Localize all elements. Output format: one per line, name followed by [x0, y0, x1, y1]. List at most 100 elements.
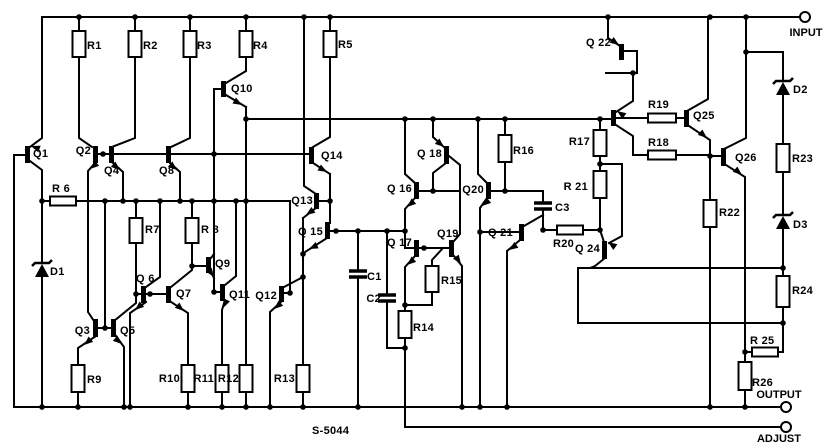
wire [589, 256, 784, 269]
resistor-R22 [702, 199, 718, 228]
resistor-R18 [647, 149, 677, 161]
emitter-arrow-icon [434, 138, 444, 147]
label-Q19: Q19 [437, 228, 459, 240]
junction-dot [121, 404, 127, 410]
junction-dot [743, 14, 749, 20]
wire [685, 16, 709, 113]
junction-dot [597, 116, 603, 122]
label-Q5: Q5 [120, 325, 135, 337]
wire [224, 56, 247, 85]
junction-dot [780, 320, 786, 326]
transistor-bar-Q21 [519, 224, 524, 241]
junction-dot [742, 404, 748, 410]
resistor-R24 [775, 275, 791, 308]
wire [432, 154, 461, 192]
junction-dot [355, 228, 361, 234]
transistor-bar-Q26 [721, 148, 726, 166]
wire [221, 298, 227, 366]
label-R4: R4 [253, 40, 268, 52]
label-Q10: Q10 [231, 83, 253, 95]
junction-dot [707, 153, 713, 159]
resistor-R26 [737, 361, 753, 391]
resistor-R6 [49, 195, 77, 207]
label-Q15: Q 15 [298, 226, 323, 238]
junction-dot [402, 302, 408, 308]
wire [223, 200, 237, 287]
junction-dot [75, 404, 81, 410]
label-Q17: Q 17 [387, 237, 412, 249]
terminal-output [780, 401, 792, 413]
label-R13: R13 [274, 373, 295, 385]
junction-dot [780, 265, 786, 271]
wire [431, 246, 445, 267]
junction-dot [157, 198, 163, 204]
emitter-arrow-icon [317, 164, 327, 172]
transistor-bar-Q8 [166, 146, 171, 163]
emitter-arrow-icon [223, 298, 230, 308]
wire [169, 300, 189, 366]
terminal-label-input: INPUT [790, 27, 823, 39]
label-Q13: Q13 [291, 195, 313, 207]
resistor-R20 [556, 224, 584, 236]
wire [28, 159, 43, 264]
resistor-R4 [238, 30, 254, 58]
transistor-bar-Q1 [25, 146, 30, 163]
junction-dot [430, 188, 436, 194]
terminal-label-output: OUTPUT [756, 389, 802, 401]
junction-dot [102, 198, 108, 204]
emitter-arrow-icon [90, 160, 100, 169]
diode-D3 [776, 216, 790, 229]
label-R3: R3 [197, 40, 212, 52]
wire [28, 16, 43, 149]
wire [722, 16, 747, 151]
junction-dot [477, 229, 483, 235]
junction-dot [475, 116, 481, 122]
label-R8: R 8 [201, 224, 219, 236]
junction-dot [459, 404, 465, 410]
label-Q12: Q12 [255, 290, 277, 302]
resistor-R25 [751, 346, 779, 358]
wire [144, 200, 161, 289]
emitter-arrow-icon [112, 335, 122, 344]
wire [504, 190, 544, 204]
label-R18: R18 [648, 137, 669, 149]
junction-dot [707, 14, 713, 20]
label-R7: R7 [145, 224, 160, 236]
transistor-bar-Q6 [141, 286, 146, 303]
label-Q14: Q14 [321, 150, 343, 162]
wire [724, 163, 746, 363]
label-R12: R12 [218, 373, 239, 385]
wire [599, 163, 623, 245]
junction-dot [742, 349, 748, 355]
wire [78, 56, 94, 149]
diode-D1 [35, 264, 49, 277]
wire [479, 196, 489, 408]
label-Q24: Q 24 [575, 243, 601, 255]
transistor-bar-Q24 [602, 241, 607, 259]
wire [87, 160, 98, 323]
resistor-R2 [127, 30, 143, 58]
diode-bar-D3 [772, 211, 794, 219]
junction-dot [127, 404, 133, 410]
terminal-input [799, 11, 811, 23]
junction-dot [177, 198, 183, 204]
junction-dot [243, 198, 249, 204]
label-Q22: Q 22 [586, 37, 611, 49]
emitter-arrow-icon [205, 267, 214, 277]
junction-dot [630, 70, 636, 76]
wire [506, 238, 522, 408]
label-Q2: Q2 [76, 145, 91, 157]
junction-dot [300, 404, 306, 410]
junction-dot [189, 263, 195, 269]
wire [269, 299, 284, 408]
transistor-bar-Q19 [449, 240, 454, 257]
junction-dot [355, 404, 361, 410]
wire [404, 118, 417, 185]
label-Q26: Q26 [735, 152, 757, 164]
diode-D2 [776, 82, 790, 95]
wire [452, 190, 461, 243]
emitter-arrow-icon [617, 111, 627, 120]
emitter-arrow-icon [608, 242, 618, 251]
label-R21: R 21 [564, 181, 588, 193]
resistor-R11 [214, 364, 230, 393]
